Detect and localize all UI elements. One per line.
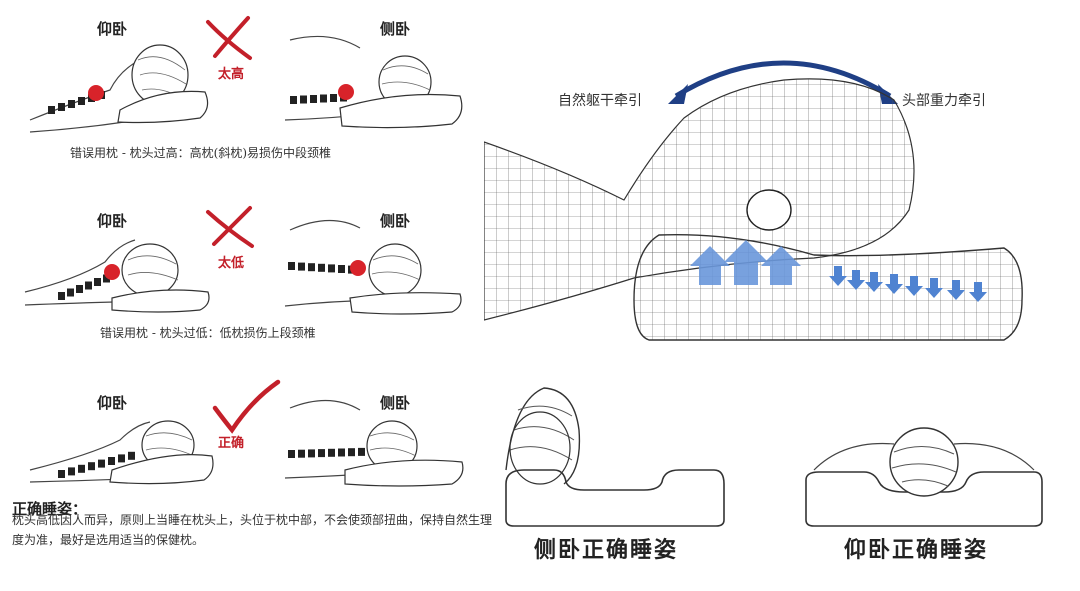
vertebra xyxy=(310,95,317,103)
right-panel: 自然躯干牵引 头部重力牵引 侧卧正确睡姿 仰卧正确睡姿 xyxy=(484,0,1080,591)
vertebra xyxy=(78,464,85,473)
check-icon xyxy=(212,379,281,434)
left-panel: 仰卧 侧卧 太高 错误用枕 - 枕头过高：高枕(斜枕)易损伤中段颈椎 仰卧 侧卧… xyxy=(0,0,492,591)
vertebra xyxy=(330,94,337,102)
supine-correct-posture-label: 仰卧正确睡姿 xyxy=(844,537,989,563)
vertebra xyxy=(298,449,305,458)
side-spine-low xyxy=(288,260,366,276)
too-low-label: 太低 xyxy=(218,256,245,271)
vertebra xyxy=(118,454,125,463)
vertebra xyxy=(288,262,295,270)
vertebra xyxy=(58,103,65,111)
vertebra xyxy=(328,264,335,273)
vertebra xyxy=(338,448,345,457)
side-sleep-pillow xyxy=(505,387,725,527)
too-high-label: 太高 xyxy=(218,67,245,82)
vertebra xyxy=(288,450,295,458)
ear xyxy=(746,189,792,231)
vertebra xyxy=(88,462,95,471)
vertebra xyxy=(308,263,315,272)
vertebra xyxy=(68,100,75,108)
side-label: 侧卧 xyxy=(380,394,411,412)
side-low-figure xyxy=(284,219,462,315)
vertebra xyxy=(108,457,115,465)
traction-arc xyxy=(674,60,892,99)
vertebra xyxy=(85,281,92,290)
vertebra xyxy=(308,449,315,458)
correct-posture-heading: 正确睡姿： xyxy=(12,500,88,518)
supine-low-figure xyxy=(24,239,210,313)
side-spine-high xyxy=(290,84,354,104)
cross-icon xyxy=(206,206,254,248)
downward-arrows xyxy=(829,266,987,302)
vertebra xyxy=(94,278,101,286)
supine-spine-correct xyxy=(58,451,135,478)
supine-label: 仰卧 xyxy=(97,20,128,38)
vertebra xyxy=(76,285,83,293)
vertebra xyxy=(290,96,297,104)
vertebra xyxy=(58,292,65,300)
vertebra xyxy=(48,106,55,114)
vertebra xyxy=(300,95,307,104)
side-correct-posture-label: 侧卧正确睡姿 xyxy=(534,537,679,563)
upward-arrows xyxy=(690,240,801,285)
vertebra xyxy=(348,448,355,457)
vertebra xyxy=(98,459,105,468)
side-spine-correct xyxy=(288,447,365,458)
caption-too-low: 错误用枕 - 枕头过低：低枕损伤上段颈椎 xyxy=(100,326,316,340)
vertebra xyxy=(318,263,325,272)
left-arrowhead xyxy=(668,84,688,104)
right-illustrations xyxy=(484,60,1043,527)
side-label: 侧卧 xyxy=(380,212,411,230)
vertebra xyxy=(328,448,335,457)
pain-point-icon xyxy=(338,84,354,100)
caption-too-high: 错误用枕 - 枕头过高：高枕(斜枕)易损伤中段颈椎 xyxy=(70,146,332,160)
side-correct-figure xyxy=(284,399,464,487)
left-illustrations xyxy=(24,16,464,487)
vertebra xyxy=(338,265,345,273)
vertebra xyxy=(58,470,65,478)
head-gravity-traction-label: 头部重力牵引 xyxy=(902,93,986,109)
trunk-traction-label: 自然躯干牵引 xyxy=(558,93,642,109)
supine-correct-figure xyxy=(29,420,214,485)
correct-posture-text: 枕头高低因人而异，原则上当睡在枕头上，头位于枕中部，不会使颈部扭曲，保持自然生理… xyxy=(12,513,493,547)
side-label: 侧卧 xyxy=(380,20,411,38)
vertebra xyxy=(318,449,325,458)
pain-point-icon xyxy=(88,85,104,101)
vertebra xyxy=(358,447,365,456)
vertebra xyxy=(103,274,110,283)
supine-label: 仰卧 xyxy=(97,212,128,230)
supine-high-figure xyxy=(29,44,209,133)
supine-sleep-pillow xyxy=(805,427,1043,527)
correct-label: 正确 xyxy=(218,436,245,451)
side-high-figure xyxy=(284,35,463,129)
pain-point-icon xyxy=(104,264,120,280)
supine-spine-high xyxy=(48,85,105,114)
vertebra xyxy=(68,467,75,476)
vertebra xyxy=(298,262,305,271)
pain-point-icon xyxy=(350,260,366,276)
cross-icon xyxy=(206,16,252,60)
vertebra xyxy=(320,94,327,103)
vertebra xyxy=(67,288,74,297)
vertebra xyxy=(128,451,135,460)
supine-label: 仰卧 xyxy=(97,394,128,412)
vertebra xyxy=(78,97,85,105)
supine-spine-low xyxy=(58,264,120,300)
